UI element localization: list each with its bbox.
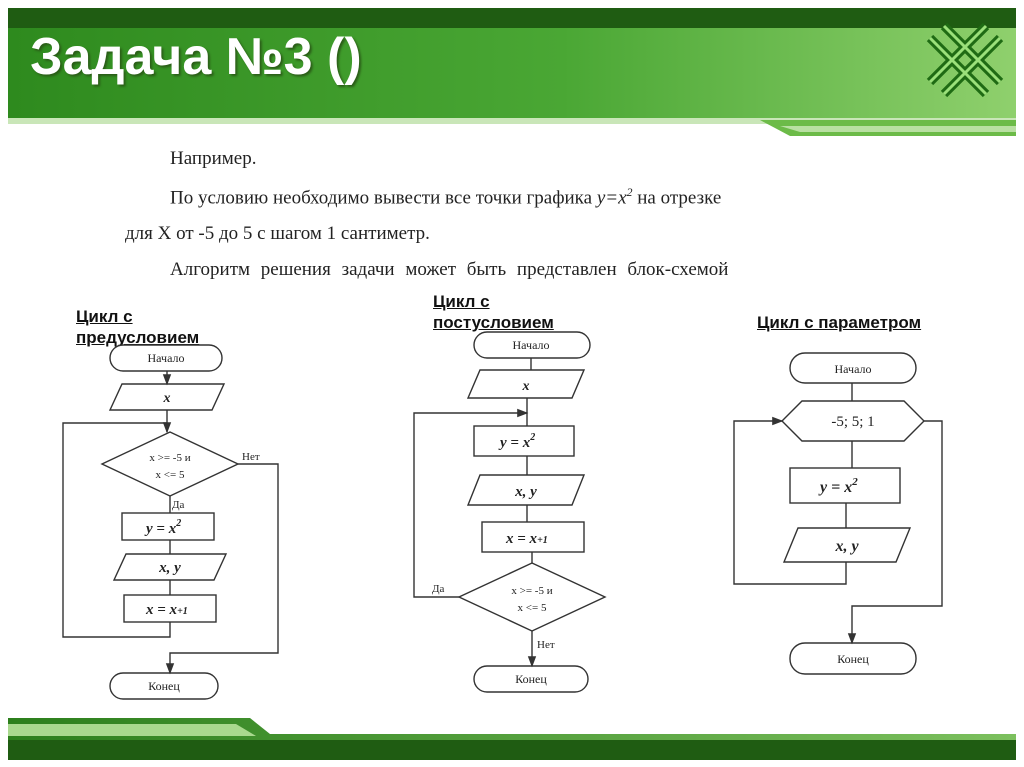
pre-cond-line2: x <= 5 bbox=[156, 469, 185, 481]
param-end-text: Конец bbox=[837, 652, 869, 666]
post-yes-text: Да bbox=[432, 583, 445, 595]
pre-input-text: x bbox=[163, 391, 171, 406]
pre-assign-text: y = x2 bbox=[144, 518, 181, 537]
post-start-text: Начало bbox=[513, 338, 550, 352]
footer-band bbox=[0, 700, 1024, 767]
flowchart-postcondition bbox=[414, 332, 605, 692]
pre-end-text: Конец bbox=[148, 679, 180, 693]
post-condition-diamond bbox=[459, 563, 605, 631]
post-cond-line1: x >= -5 и bbox=[511, 585, 552, 597]
post-input-text: x bbox=[522, 379, 530, 394]
pre-condition-diamond bbox=[102, 432, 238, 496]
pre-start-text: Начало bbox=[148, 351, 185, 365]
post-no-text: Нет bbox=[537, 639, 555, 651]
flowchart-parameter bbox=[734, 353, 942, 674]
post-end-text: Конец bbox=[515, 672, 547, 686]
param-start-text: Начало bbox=[835, 362, 872, 376]
pre-yes-text: Да bbox=[172, 499, 185, 511]
param-output-text: x, y bbox=[834, 538, 859, 555]
pre-no-text: Нет bbox=[242, 451, 260, 463]
post-assign-text: y = x2 bbox=[498, 432, 535, 451]
post-cond-line2: x <= 5 bbox=[518, 602, 547, 614]
post-output-text: x, y bbox=[514, 484, 537, 500]
pre-output-text: x, y bbox=[158, 560, 181, 576]
pre-cond-line1: x >= -5 и bbox=[149, 452, 190, 464]
param-loop-text: -5; 5; 1 bbox=[831, 414, 874, 430]
param-assign-text: y = x2 bbox=[818, 476, 858, 496]
